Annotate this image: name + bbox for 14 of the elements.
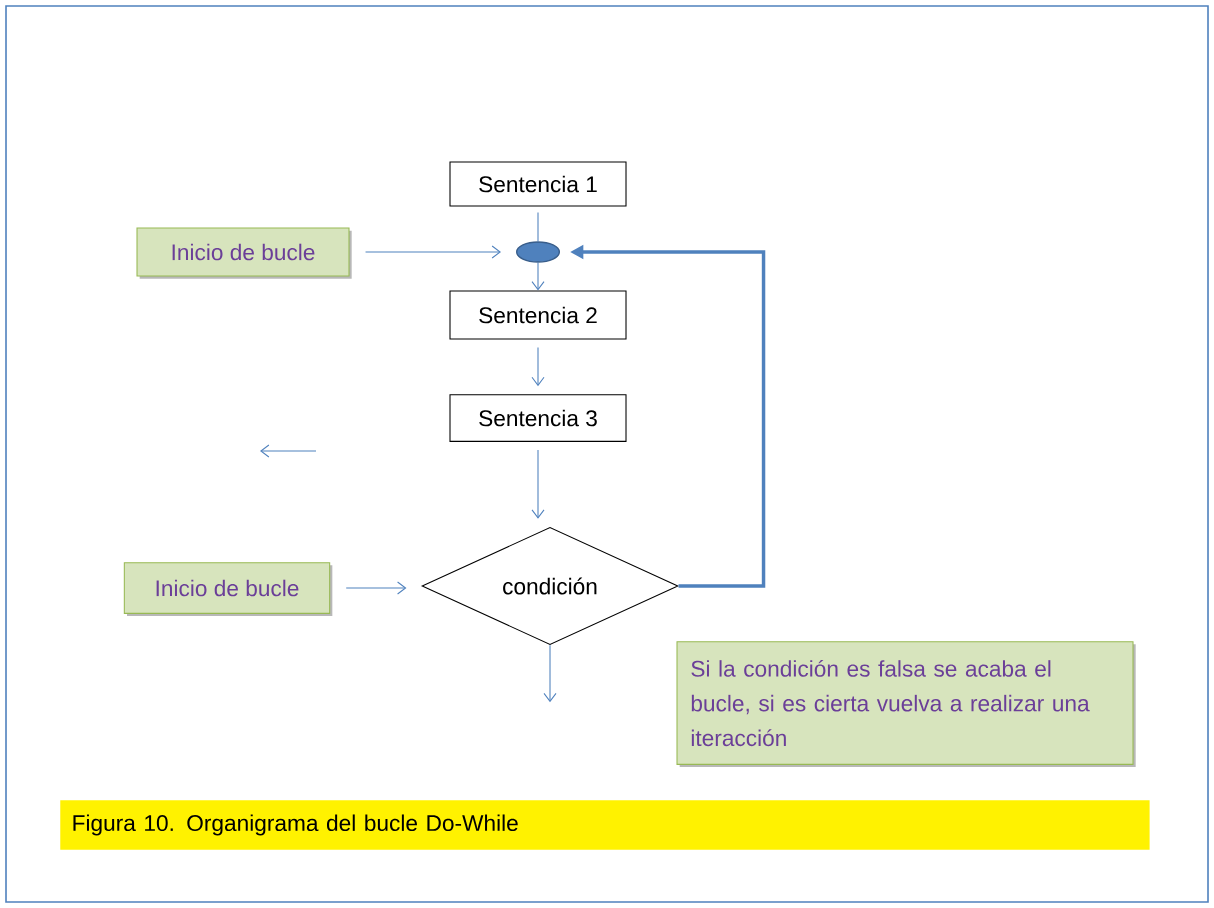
arrow (365, 245, 501, 259)
arrow (531, 449, 545, 519)
arrow (531, 262, 545, 291)
arrow (531, 347, 545, 387)
note-box: Inicio de bucle (136, 227, 352, 279)
process-box: Sentencia 1 (449, 161, 627, 207)
arrow (345, 581, 407, 595)
note-box: Inicio de bucle (123, 562, 333, 616)
process-box: Sentencia 2 (449, 290, 627, 340)
note-box: Si la condición es falsa se acaba el bucle, si es cierta vuelva a realizar una iteracción (676, 641, 1136, 767)
process-box: Sentencia 3 (449, 394, 627, 442)
arrow (543, 644, 557, 703)
junction-ellipse (516, 241, 560, 263)
caption-band: Figura 10. Organigrama del bucle Do-While (60, 800, 1150, 850)
